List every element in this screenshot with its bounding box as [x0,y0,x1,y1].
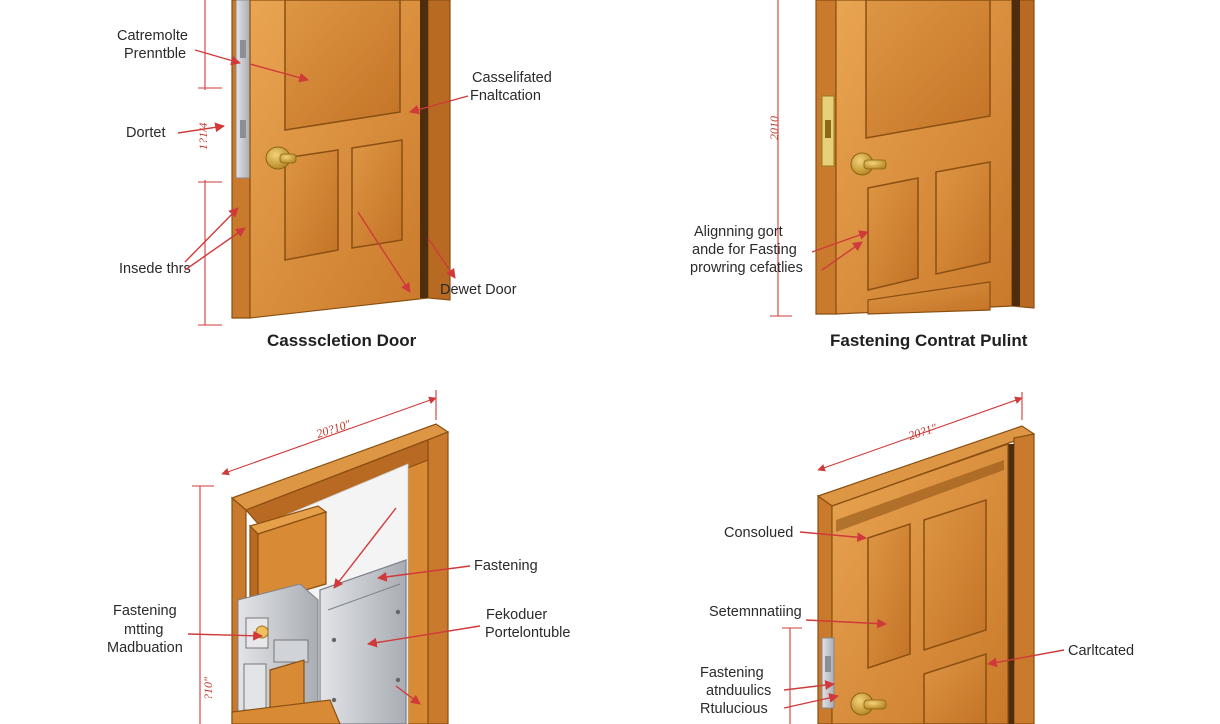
latch-plate [235,0,251,179]
screw [395,609,401,615]
dimension-label: ?10" [201,676,215,700]
callout-label: Setemnnatiing [709,604,802,620]
latch-slot [240,120,246,138]
door-panel [867,177,919,291]
door-panel [284,149,339,261]
callout-label: Rtulucious [700,701,768,717]
panel-top-right: 2010 Alignning gort ande for Fasting pro… [690,0,1035,350]
screw [331,697,337,703]
door-panel [284,0,401,131]
callout-label: Fastening [474,558,538,574]
door-panel [867,522,911,670]
callout-label: Dortet [126,125,166,141]
panel-caption: Fastening Contrat Pulint [830,331,1028,350]
dimension-label: 20?1" [907,420,940,443]
callout-label: Fnaltcation [470,88,541,104]
callout-label: ande for Fasting [692,242,797,258]
door-top-rail [836,460,1004,532]
mechanism-part [273,639,309,663]
panel-bottom-left: 20?10" ?10" Fastening [107,390,570,724]
callout-label: prowring cefatlies [690,260,803,276]
door-panel [923,498,987,652]
door-panel [351,139,403,249]
latch-slot [825,120,831,138]
frame-jamb-right [1013,433,1035,724]
callout-label: Catremolte [117,28,188,44]
screw [331,637,337,643]
dimension-label: 2010 [767,116,781,140]
knob-stem [863,159,887,170]
panel-bottom-right: 20?1" Consolued Setemnnatiing Fastening … [700,392,1134,724]
door-panel [923,652,987,724]
wood-block [249,524,259,605]
callout-label: Consolued [724,525,793,541]
callout-label: Alignning gort [694,224,783,240]
callout-label: Carltcated [1068,643,1134,659]
knob-stem [863,699,887,710]
frame-stop [420,0,428,298]
frame-header-inner [244,439,429,527]
wood-block [257,511,327,605]
callout-label: Portelontuble [485,625,570,641]
callout-label: Prenntble [124,46,186,62]
latch-plate [821,637,835,709]
door-panel [867,281,991,315]
callout-label: Fastening [700,665,764,681]
callout-label: Madbuation [107,640,183,656]
callout-label: Fastening [113,603,177,619]
callout-label: Casselifated [472,70,552,86]
callout-label: Dewet Door [440,282,517,298]
callout-label: Fekoduer [486,607,547,623]
panel-top-left: 1?1/4 Catremolte Prenntble Dortet Insede… [117,0,552,350]
frame-jamb-inner [407,447,429,724]
frame-stop [1012,0,1020,306]
knob-stem [279,153,297,164]
wood-block [231,699,341,724]
panel-caption: Cassscletion Door [267,331,417,350]
latch-slot [825,656,831,672]
frame-jamb-right [427,431,449,724]
mechanism-plate [319,559,407,724]
door-panel [865,0,991,139]
mechanism-part [243,663,267,711]
latch-slot [240,40,246,58]
callout-label: Insede thrs [119,261,191,277]
dimension-label: 20?10" [315,416,354,440]
screw [395,677,401,683]
frame-stop [1008,444,1014,724]
dimension-label: 1?1/4 [196,123,210,150]
callout-label: mtting [124,622,164,638]
door-panel [935,161,991,275]
callout-label: atnduulics [706,683,771,699]
